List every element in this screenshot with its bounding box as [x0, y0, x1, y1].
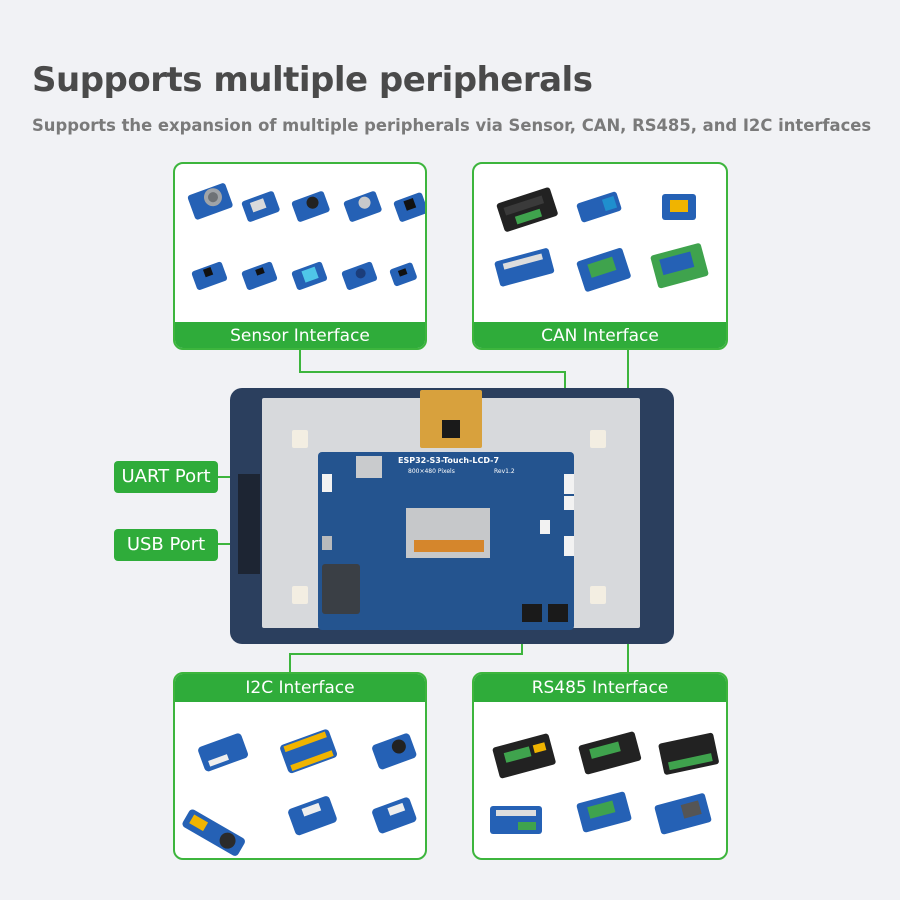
rs485-interface-label: RS485 Interface — [474, 674, 726, 702]
board-revision: Rev1.2 — [494, 468, 515, 475]
board-resolution: 800×480 Pixels — [408, 468, 455, 475]
rs485-connector — [564, 536, 574, 556]
i2c-modules — [182, 729, 417, 856]
fpc-chip — [442, 420, 460, 438]
rs485-module-4 — [490, 806, 542, 834]
can-module-6 — [650, 243, 709, 289]
sensor-interface-label: Sensor Interface — [175, 322, 425, 348]
i2c-module-6 — [372, 797, 417, 834]
rs485-module-5 — [576, 791, 632, 833]
can-connector — [564, 496, 574, 510]
sensor-interface-panel: Sensor Interface — [173, 162, 427, 350]
sd-card-slot — [356, 456, 382, 478]
lcd-left-strip — [238, 474, 260, 574]
i2c-module-1 — [198, 733, 248, 772]
esp32-module — [322, 564, 360, 614]
sensor-module-10 — [389, 262, 417, 287]
can-interface-label: CAN Interface — [474, 322, 726, 348]
rs485-modules — [490, 731, 719, 835]
sensor-module-5 — [393, 192, 425, 222]
page-subtitle: Supports the expansion of multiple perip… — [32, 116, 872, 135]
mount-post-tl — [292, 430, 308, 448]
i2c-interface-label: I2C Interface — [175, 674, 425, 702]
i2c-connector — [540, 520, 550, 534]
i2c-interface-panel: I2C Interface — [173, 672, 427, 860]
sensor-module-7 — [241, 261, 278, 290]
rs485-module-6 — [654, 793, 712, 835]
sensor-module-3 — [291, 191, 330, 222]
can-module-5 — [576, 247, 631, 292]
can-module-3 — [662, 194, 696, 220]
lcd-device: ESP32-S3-Touch-LCD-7 800×480 Pixels Rev1… — [230, 388, 674, 644]
mount-post-bl — [292, 586, 308, 604]
sensor-module-6 — [191, 261, 228, 290]
can-modules — [494, 187, 709, 292]
rs485-module-3 — [658, 732, 719, 775]
terminal-block-1 — [522, 604, 542, 622]
rs485-module-2 — [578, 731, 642, 775]
can-module-1 — [496, 187, 558, 232]
mount-post-tr — [590, 430, 606, 448]
usb-connector — [322, 536, 332, 550]
sensor-modules — [187, 183, 425, 290]
fpc-cable — [420, 390, 482, 448]
uart-port-label: UART Port — [114, 461, 218, 493]
uart-connector — [322, 474, 332, 492]
board-name: ESP32-S3-Touch-LCD-7 — [398, 456, 500, 465]
can-module-2 — [576, 191, 622, 223]
display-connector-strip — [414, 540, 484, 552]
sensor-module-gas — [187, 183, 233, 220]
i2c-module-5 — [288, 796, 337, 836]
rs485-module-1 — [492, 733, 556, 779]
sensor-module-4 — [343, 191, 382, 222]
usb-port-label: USB Port — [114, 529, 218, 561]
can-module-4 — [494, 248, 555, 287]
can-interface-panel: CAN Interface — [472, 162, 728, 350]
sensor-connector — [564, 474, 574, 494]
i2c-module-2 — [280, 729, 337, 774]
sensor-module-9 — [341, 261, 378, 290]
rs485-interface-panel: RS485 Interface — [472, 672, 728, 860]
terminal-block-2 — [548, 604, 568, 622]
i2c-module-3 — [372, 733, 417, 770]
sensor-module-2 — [241, 191, 280, 222]
i2c-module-4 — [182, 809, 245, 856]
mount-post-br — [590, 586, 606, 604]
sensor-module-8 — [291, 261, 328, 290]
page-title: Supports multiple peripherals — [32, 60, 593, 100]
main-pcb: ESP32-S3-Touch-LCD-7 800×480 Pixels Rev1… — [318, 452, 574, 630]
